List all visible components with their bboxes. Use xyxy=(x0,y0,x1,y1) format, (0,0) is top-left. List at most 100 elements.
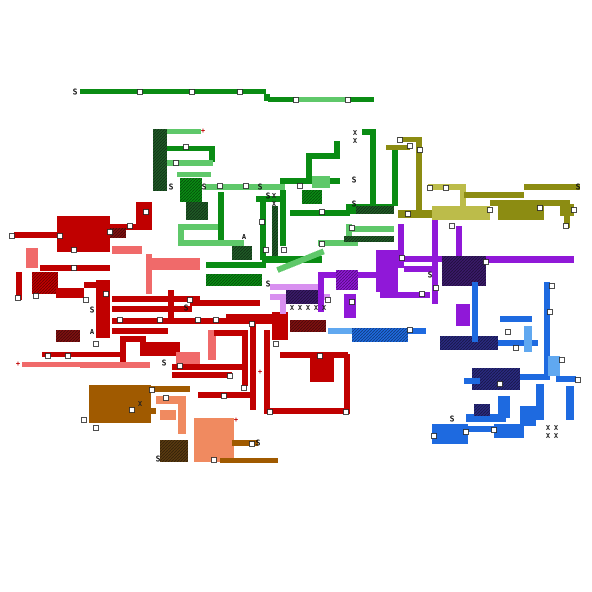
door-marker xyxy=(177,363,183,369)
corridor xyxy=(500,316,532,322)
room xyxy=(140,342,180,356)
item-marker: + xyxy=(234,416,238,424)
corridor xyxy=(146,386,190,392)
room-hatching xyxy=(56,330,80,342)
corridor xyxy=(328,328,354,334)
save-point-green-area: S xyxy=(352,176,357,185)
door-marker xyxy=(93,425,99,431)
room-hatching xyxy=(153,129,167,191)
corridor xyxy=(208,330,216,360)
door-marker xyxy=(505,329,511,335)
corridor xyxy=(22,362,82,367)
room xyxy=(310,358,334,382)
door-marker xyxy=(317,353,323,359)
door-marker xyxy=(563,223,569,229)
corridor xyxy=(26,248,38,268)
room-hatching xyxy=(440,336,498,350)
door-marker xyxy=(407,327,413,333)
room xyxy=(194,418,234,462)
room xyxy=(494,424,524,438)
room xyxy=(272,312,288,340)
corridor xyxy=(380,292,430,298)
boss-marker: X xyxy=(306,304,311,312)
door-marker xyxy=(559,357,565,363)
corridor xyxy=(432,220,438,304)
corridor xyxy=(408,328,426,334)
corridor xyxy=(209,146,215,162)
room-hatching xyxy=(356,206,394,214)
door-marker xyxy=(83,297,89,303)
door-marker xyxy=(349,225,355,231)
door-marker xyxy=(431,433,437,439)
corridor xyxy=(110,224,140,230)
boss-marker: X xyxy=(546,424,551,432)
door-marker xyxy=(15,295,21,301)
room-hatching xyxy=(160,440,188,462)
door-marker xyxy=(547,309,553,315)
door-marker xyxy=(249,441,255,447)
door-marker xyxy=(173,160,179,166)
corridor xyxy=(280,352,348,358)
corridor xyxy=(242,330,248,386)
corridor xyxy=(190,300,260,306)
corridor xyxy=(172,364,242,370)
door-marker xyxy=(107,229,113,235)
boss-marker: X xyxy=(272,200,277,208)
door-marker xyxy=(93,341,99,347)
corridor xyxy=(280,190,286,246)
door-marker xyxy=(497,381,503,387)
door-marker xyxy=(571,207,577,213)
door-marker xyxy=(103,291,109,297)
door-marker xyxy=(163,395,169,401)
door-marker xyxy=(443,185,449,191)
door-marker xyxy=(217,183,223,189)
corridor xyxy=(456,226,462,256)
room xyxy=(376,250,398,292)
door-marker xyxy=(57,233,63,239)
boss-marker: X xyxy=(138,400,143,408)
corridor xyxy=(524,326,532,352)
save-point-green-area: S xyxy=(73,88,78,97)
door-marker xyxy=(267,409,273,415)
corridor xyxy=(167,160,213,166)
door-marker xyxy=(297,183,303,189)
door-marker xyxy=(45,353,51,359)
door-marker xyxy=(491,427,497,433)
corridor xyxy=(168,290,174,320)
corridor xyxy=(556,376,576,382)
corridor xyxy=(404,266,438,272)
ability-marker: A xyxy=(90,328,95,336)
save-point-red-area: S xyxy=(90,306,95,315)
door-marker xyxy=(449,223,455,229)
corridor xyxy=(544,282,550,380)
corridor xyxy=(318,272,324,312)
door-marker xyxy=(9,233,15,239)
corridor xyxy=(362,129,374,135)
corridor xyxy=(176,352,200,364)
corridor xyxy=(460,184,466,206)
room-hatching xyxy=(474,404,490,416)
corridor xyxy=(564,210,570,228)
door-marker xyxy=(433,285,439,291)
room xyxy=(498,206,544,220)
save-point-olive-area: S xyxy=(428,271,433,280)
door-marker xyxy=(149,387,155,393)
boss-marker: X xyxy=(353,129,358,137)
corridor xyxy=(178,224,218,230)
item-marker: + xyxy=(122,296,126,304)
door-marker xyxy=(71,247,77,253)
save-point-green-area: S xyxy=(169,183,174,192)
corridor xyxy=(566,386,574,420)
corridor xyxy=(548,356,560,376)
corridor xyxy=(256,196,284,202)
corridor xyxy=(398,210,438,218)
door-marker xyxy=(33,293,39,299)
save-point-green-area: S xyxy=(202,183,207,192)
door-marker xyxy=(213,317,219,323)
door-marker xyxy=(537,205,543,211)
corridor xyxy=(112,296,200,302)
corridor xyxy=(398,224,404,268)
door-marker xyxy=(419,291,425,297)
corridor xyxy=(146,254,152,294)
